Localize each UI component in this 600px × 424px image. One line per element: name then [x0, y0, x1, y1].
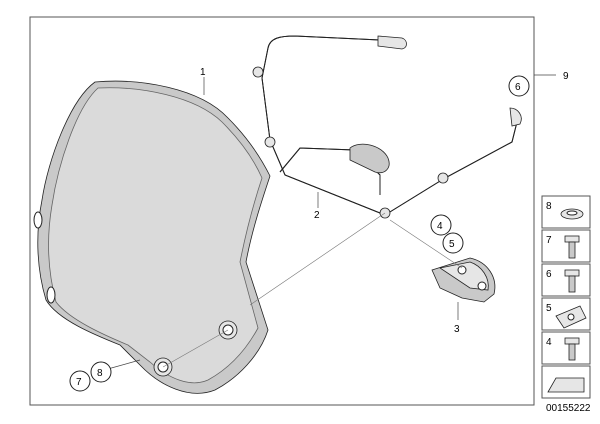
windshield-hole-bottom — [46, 286, 56, 304]
legend-label-5: 5 — [546, 303, 552, 314]
callout-3: 3 — [454, 324, 460, 335]
legend-label-4: 4 — [546, 337, 552, 348]
legend-label-7: 7 — [546, 235, 552, 246]
circled-callout-6: 6 — [508, 75, 530, 97]
svg-text:6: 6 — [515, 82, 521, 93]
mounting-bracket — [252, 35, 522, 219]
diagram-frame — [29, 16, 535, 406]
callout-9: 9 — [563, 71, 569, 82]
circled-callout-4: 4 — [430, 214, 452, 236]
windshield-hole-top — [33, 211, 43, 229]
legend-column: 8 7 6 5 4 — [541, 195, 591, 399]
svg-text:4: 4 — [437, 221, 443, 232]
svg-text:8: 8 — [97, 368, 103, 379]
clamp — [431, 257, 496, 303]
circled-callout-5: 5 — [442, 232, 464, 254]
circled-callout-7: 7 — [69, 370, 91, 392]
svg-text:7: 7 — [76, 377, 82, 388]
callout-2: 2 — [314, 210, 320, 221]
circled-callout-8: 8 — [90, 361, 112, 383]
legend-label-8: 8 — [546, 201, 552, 212]
legend-label-6: 6 — [546, 269, 552, 280]
svg-text:5: 5 — [449, 239, 455, 250]
callout-1: 1 — [200, 67, 206, 78]
diagram-number: 00155222 — [546, 403, 591, 414]
windshield — [33, 80, 271, 394]
